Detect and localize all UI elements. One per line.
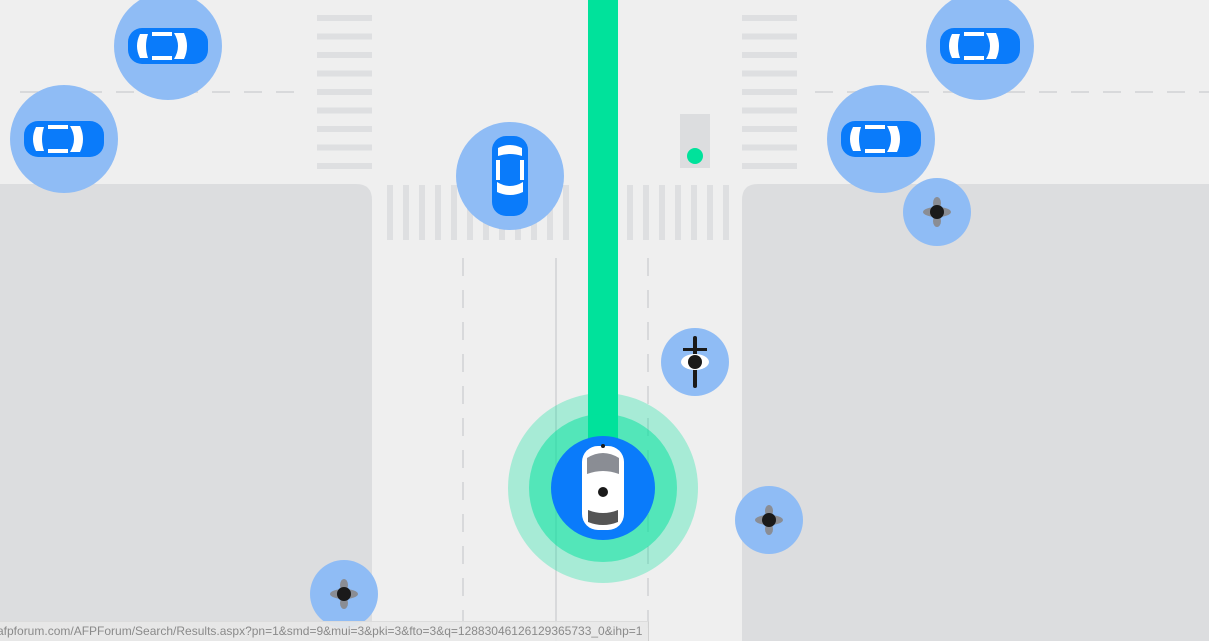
crosswalk-stripe [317,52,372,58]
crosswalk-stripe [742,126,797,132]
crosswalk-stripe [563,185,569,240]
crosswalk-stripe [742,52,797,58]
crosswalk-stripe [627,185,633,240]
crosswalk-stripe [742,144,797,151]
vehicle-car-top-left [114,0,222,100]
ego-vehicle [508,393,698,583]
crosswalk-stripe [403,185,409,240]
traffic-light [680,114,710,168]
city-block-right [742,184,1209,641]
crosswalk-stripe [659,185,665,240]
crosswalk-stripe [742,70,797,77]
car-icon [128,28,208,64]
vehicle-car-right [827,85,935,193]
crosswalk-stripe [451,185,457,240]
vehicle-car-left [10,85,118,193]
crosswalk-stripe [317,126,372,132]
pedestrian-lower-right [735,486,803,554]
crosswalk-stripe [317,70,372,77]
crosswalk-stripe [435,185,441,240]
pedestrian-right-corner [903,178,971,246]
crosswalk-stripe [742,15,797,21]
crosswalk-right [742,15,797,169]
self-driving-car-icon [582,444,624,530]
crosswalk-stripe [467,185,473,240]
crosswalk-stripe [419,185,425,240]
crosswalk-stripe [742,163,797,169]
cyclist-center [661,328,729,396]
vehicle-car-top-right [926,0,1034,100]
crosswalk-left [317,15,372,169]
crosswalk-stripe [691,185,697,240]
car-icon [492,136,528,216]
crosswalk-stripe [707,185,713,240]
crosswalk-stripe [387,185,393,240]
crosswalk-stripe [317,89,372,95]
crosswalk-stripe [317,144,372,151]
crosswalk-stripe [643,185,649,240]
crosswalk-stripe [742,89,797,95]
city-block-left [0,184,372,641]
car-icon [24,121,104,157]
crosswalk-stripe [723,185,729,240]
traffic-light-green-icon [687,148,703,164]
crosswalk-stripe [742,107,797,114]
browser-status-bar: afpforum.com/AFPForum/Search/Results.asp… [0,621,650,641]
car-icon [940,28,1020,64]
planned-path [588,0,618,450]
pedestrian-lower-left [310,560,378,628]
crosswalk-stripe [317,33,372,40]
car-icon [841,121,921,157]
cyclist-icon [681,336,709,388]
crosswalk-stripe [742,33,797,40]
crosswalk-stripe [317,163,372,169]
crosswalk-stripe [547,185,553,240]
vehicle-car-center [456,122,564,230]
crosswalk-stripe [675,185,681,240]
crosswalk-stripe [317,107,372,114]
status-bar-url: afpforum.com/AFPForum/Search/Results.asp… [0,624,643,638]
crosswalk-stripe [317,15,372,21]
